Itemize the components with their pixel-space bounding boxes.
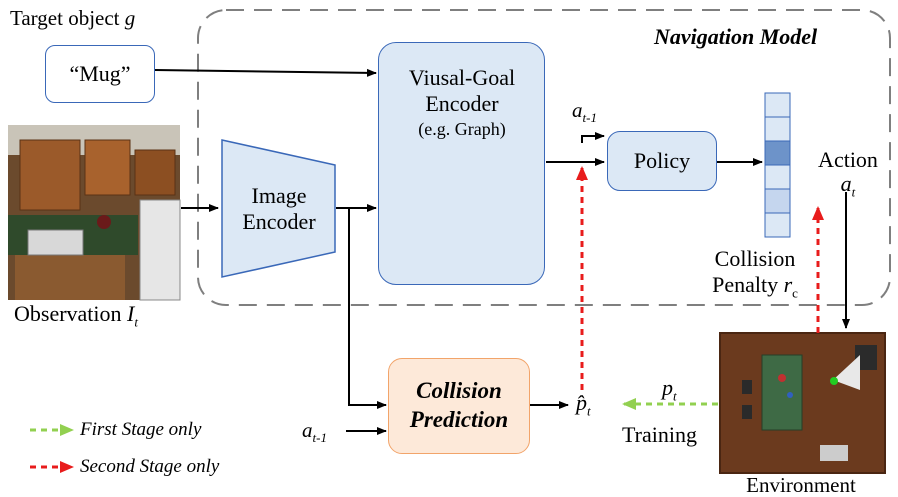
image-encoder-line-2: Encoder bbox=[242, 209, 316, 235]
collision-prediction-line-1: Collision bbox=[416, 378, 502, 404]
mug-text: “Mug” bbox=[69, 61, 131, 86]
navigation-model-label: Navigation Model bbox=[654, 24, 818, 49]
penalty-var: r bbox=[783, 272, 793, 298]
environment-image bbox=[719, 332, 886, 474]
action-var: a bbox=[840, 171, 852, 197]
target-object-label: Target object g bbox=[10, 8, 135, 29]
collision-sub: t bbox=[673, 388, 677, 404]
prev-action-input-sub: t-1 bbox=[312, 430, 327, 446]
legend-second-label: Second Stage only bbox=[80, 456, 220, 477]
collision-label: pt bbox=[662, 375, 677, 404]
flow-arrows bbox=[154, 68, 850, 435]
policy-box: Policy bbox=[607, 131, 717, 191]
collision-penalty-line-1: Collision bbox=[714, 246, 796, 271]
collision-prediction-box: Collision Prediction bbox=[388, 358, 530, 454]
training-label: Training bbox=[622, 422, 697, 447]
action-sub: t bbox=[851, 184, 856, 200]
vg-encoder-line-2: Encoder bbox=[425, 90, 499, 116]
vg-encoder-line-1: Viusal-Goal bbox=[408, 65, 516, 90]
collision-var: p bbox=[662, 375, 673, 400]
target-object-var: g bbox=[124, 6, 136, 30]
observation-text: Observation bbox=[14, 301, 122, 326]
navigation-model-frame bbox=[197, 9, 891, 306]
prev-action-sub: t-1 bbox=[582, 110, 597, 126]
visual-goal-encoder-box: Viusal-Goal Encoder (e.g. Graph) bbox=[378, 42, 545, 285]
observation-label: Observation It bbox=[14, 301, 138, 330]
prev-action-input-label: at-1 bbox=[302, 418, 327, 446]
image-encoder-label: Image Encoder bbox=[242, 183, 315, 236]
observation-image bbox=[8, 125, 181, 301]
observation-sub: t bbox=[134, 314, 138, 330]
penalty-sub: c bbox=[792, 285, 798, 301]
environment-label: Environment bbox=[746, 473, 856, 497]
prev-action-var: a bbox=[572, 98, 583, 122]
second-stage-arrows bbox=[576, 166, 824, 390]
mug-box: “Mug” bbox=[45, 45, 155, 103]
prev-action-label: at-1 bbox=[572, 98, 597, 126]
action-label: Action at bbox=[818, 147, 878, 200]
policy-output-vector bbox=[764, 92, 791, 238]
policy-text: Policy bbox=[633, 148, 691, 173]
prev-action-input-var: a bbox=[302, 418, 313, 442]
image-encoder-line-1: Image bbox=[251, 183, 307, 208]
collision-prediction-line-2: Prediction bbox=[409, 407, 509, 432]
legend-first-label: First Stage only bbox=[80, 419, 202, 440]
vg-encoder-line-3: (e.g. Graph) bbox=[418, 118, 506, 139]
predicted-collision-label: p̂t bbox=[576, 390, 591, 419]
collision-penalty-line-2: Penalty bbox=[712, 272, 779, 298]
action-text: Action bbox=[818, 147, 878, 172]
target-object-text: Target object bbox=[10, 6, 120, 30]
observation-var: I bbox=[127, 301, 135, 326]
collision-penalty-label: Collision Penalty rc bbox=[712, 246, 798, 301]
image-encoder-shape bbox=[221, 139, 336, 278]
predicted-collision-sub: t bbox=[587, 403, 591, 419]
predicted-collision-var: p̂ bbox=[576, 390, 587, 415]
